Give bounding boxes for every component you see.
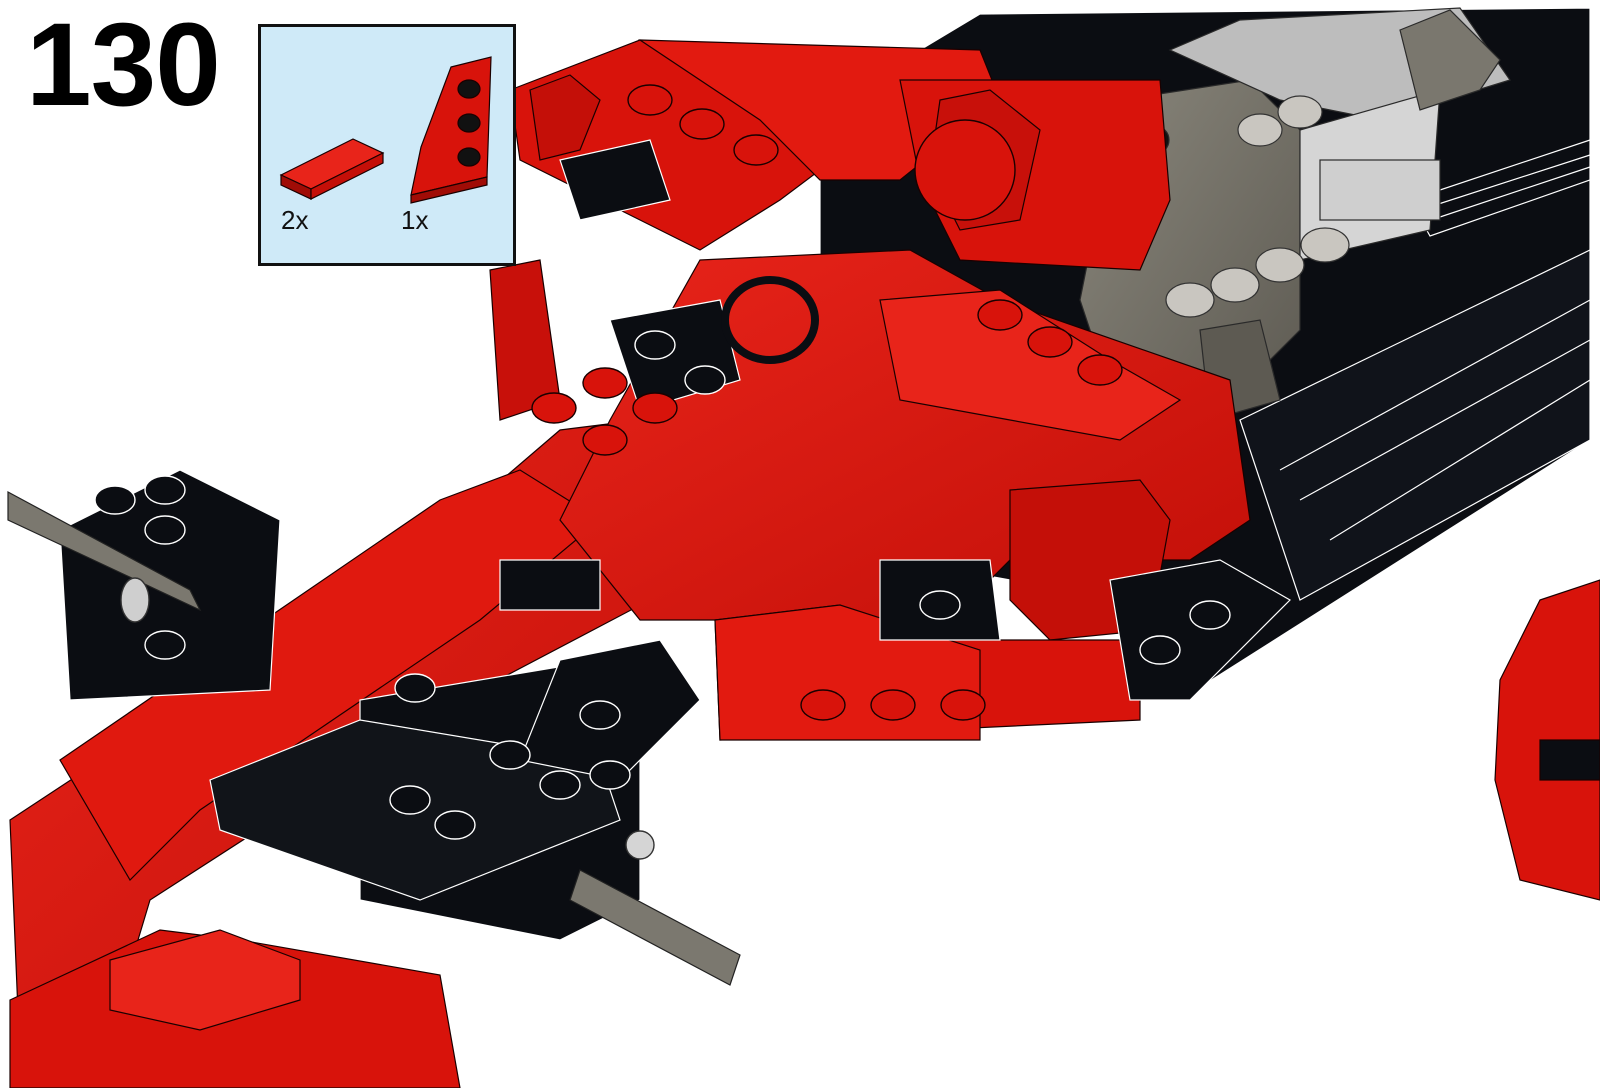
part-quantity-wedge: 1x — [401, 205, 429, 235]
red-tile-1x2-icon — [279, 138, 385, 200]
gray-axles — [7, 490, 741, 986]
part-quantity-tile: 2x — [281, 205, 309, 235]
parts-callout-art — [279, 56, 492, 204]
parts-callout: 2x 1x — [258, 24, 516, 266]
red-wedge-plate-icon — [410, 56, 492, 204]
step-number: 130 — [26, 0, 221, 131]
studs — [94, 84, 1231, 860]
gray-engine-block — [1079, 7, 1511, 421]
